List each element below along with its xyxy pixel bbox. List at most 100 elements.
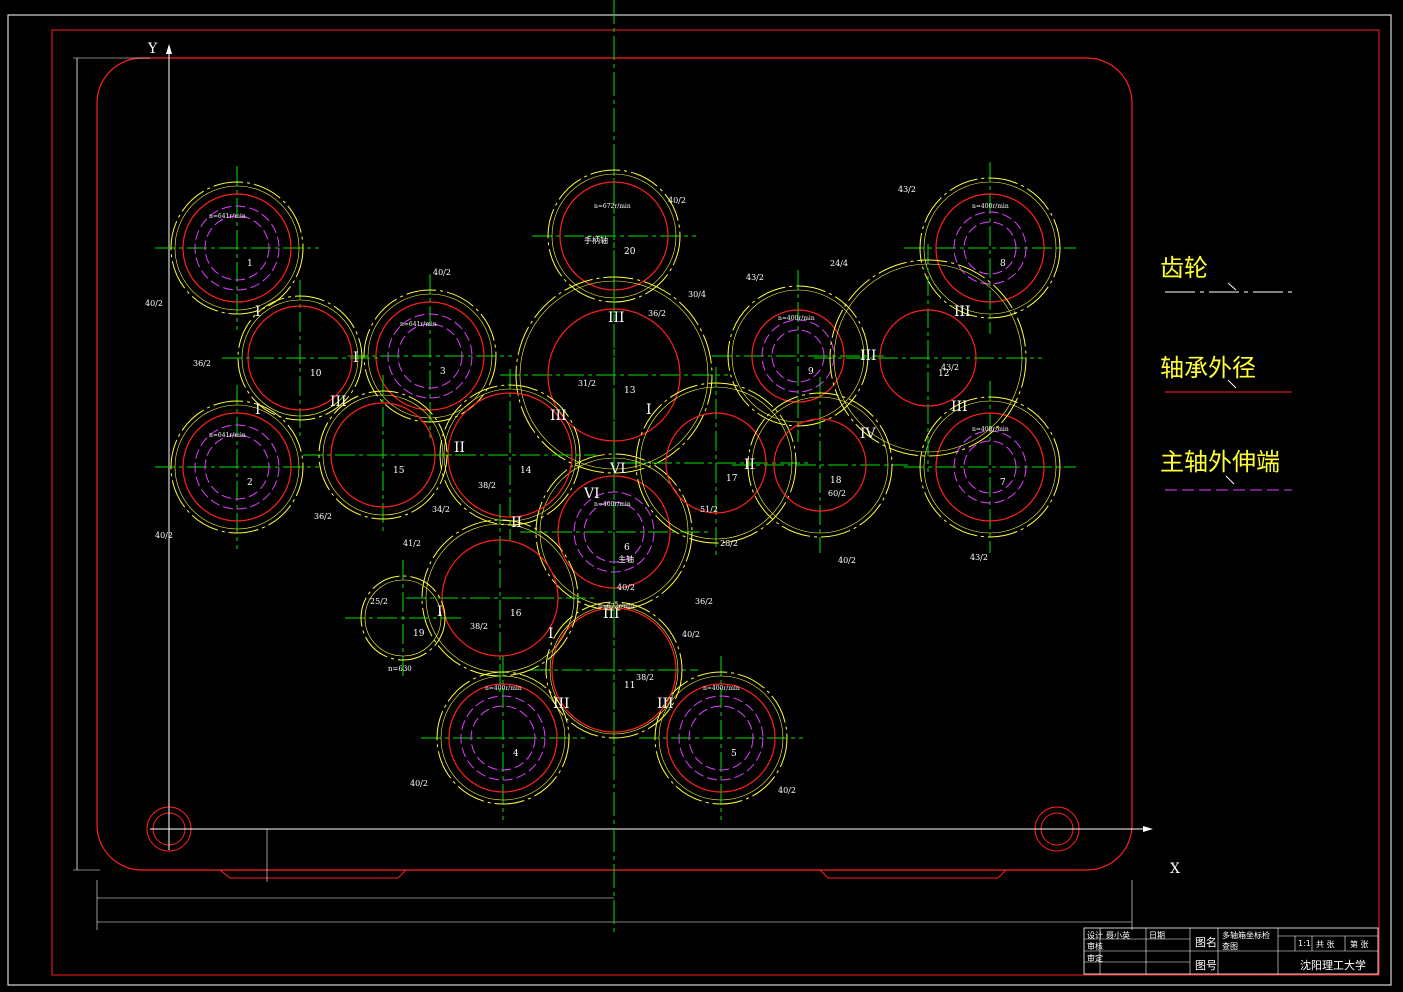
bearing-circle: [182, 193, 292, 303]
gear-root-circle: [364, 579, 442, 657]
x-axis-label: X: [1170, 861, 1180, 877]
spindle-outer-circle: [460, 695, 546, 781]
shaft-number-11: 11: [624, 681, 635, 691]
gear-circle: [654, 671, 788, 805]
shaft-number-14: 14: [520, 466, 532, 476]
gear-ratio-label: 41/2: [403, 539, 421, 548]
shaft-number-7: 7: [1000, 478, 1006, 488]
gear-root-circle: [833, 263, 1023, 453]
note-handle-shaft: 手柄轴: [584, 235, 608, 245]
gear-root-circle: [639, 386, 793, 540]
shaft-number-3: 3: [440, 367, 446, 377]
position-marker: I: [255, 304, 261, 320]
gear-ratio-label: 36/2: [314, 512, 332, 521]
shaft-number-10: 10: [310, 369, 322, 379]
legend-spindle: 主轴外伸端: [1160, 448, 1280, 476]
shaft-number-17: 17: [726, 474, 738, 484]
position-marker: III: [954, 304, 971, 320]
tb-title-value: 多轴箱坐标检查图: [1222, 931, 1270, 951]
tb-date: 日期: [1149, 931, 1165, 940]
gear-ratio-label: 40/2: [155, 531, 173, 540]
gear-root-circle: [549, 605, 679, 735]
gear-root-circle: [519, 280, 709, 470]
shaft-number-13: 13: [624, 386, 636, 396]
bearing-circle: [665, 412, 767, 514]
spindle-inner-circle: [397, 323, 463, 389]
tb-scale: 1:1: [1298, 939, 1311, 948]
gear-circle: [421, 519, 579, 677]
gear-ratio-label: 43/2: [746, 273, 764, 282]
bearing-circle: [182, 412, 292, 522]
tb-drawn: 设计: [1087, 931, 1103, 940]
gear-root-circle: [731, 289, 865, 423]
sheet-border-outer: [7, 14, 1392, 986]
spindle-inner-circle: [963, 440, 1017, 494]
gear-circle: [727, 285, 869, 427]
shaft-number-4: 4: [513, 749, 519, 759]
shaft-speed-1: n=641r/min: [209, 213, 246, 220]
bearing-circle: [879, 309, 977, 407]
spindle-outer-circle: [953, 211, 1027, 285]
note-speed-19: n=630: [388, 665, 412, 673]
gear-circle: [170, 181, 304, 315]
spindle-inner-circle: [688, 705, 754, 771]
spindle-inner-circle: [470, 705, 536, 771]
gear-ratio-label: 38/2: [636, 673, 654, 682]
spindle-inner-circle: [771, 329, 825, 383]
shaft-number-2: 2: [247, 478, 253, 488]
shaft-number-16: 16: [510, 609, 522, 619]
bearing-circle: [375, 301, 485, 411]
gear-circle: [360, 575, 446, 661]
spindle-outer-circle: [387, 313, 473, 399]
bearing-circle: [935, 193, 1045, 303]
gear-ratio-label: 40/2: [838, 556, 856, 565]
spindle-inner-circle: [204, 434, 270, 500]
shaft-speed-20: n=672r/min: [594, 203, 631, 210]
legend-bearing: 轴承外径: [1160, 354, 1256, 382]
gear-circle: [919, 396, 1061, 538]
tb-school: 沈阳理工大学: [1300, 959, 1366, 972]
shaft-speed-3: n=641r/min: [400, 321, 437, 328]
gear-circle: [747, 392, 893, 538]
position-marker: II: [454, 440, 465, 456]
gear-ratio-label: 43/2: [970, 553, 988, 562]
bearing-circle: [551, 607, 677, 733]
bearing-circle: [666, 683, 776, 793]
shaft-number-9: 9: [808, 367, 814, 377]
legend-gear: 齿轮: [1160, 254, 1208, 282]
tb-sheet-total: 共 张: [1316, 940, 1335, 949]
position-marker: III: [550, 408, 567, 424]
gear-circle: [237, 295, 363, 421]
shaft-number-6: 6: [624, 543, 630, 553]
spindle-inner-circle: [204, 215, 270, 281]
tb-approve: 审定: [1087, 954, 1103, 963]
gear-ratio-label: 43/2: [941, 363, 959, 372]
position-marker: II: [744, 457, 755, 473]
position-marker: I: [548, 626, 554, 642]
gear-circle: [545, 601, 683, 739]
spindle-outer-circle: [194, 205, 280, 291]
bearing-circle: [547, 308, 681, 442]
position-marker: III: [603, 606, 620, 622]
gear-ratio-label: 43/2: [898, 185, 916, 194]
gear-circle: [919, 177, 1061, 319]
position-marker: III: [608, 310, 625, 326]
position-marker: I: [646, 402, 652, 418]
spindle-inner-circle: [583, 501, 645, 563]
gear-root-circle: [923, 400, 1057, 534]
gear-ratio-label: 51/2: [700, 505, 718, 514]
position-marker: VI: [609, 461, 626, 477]
gear-ratio-label: 40/2: [617, 583, 635, 592]
title-block: [1083, 927, 1379, 975]
shaft-speed-9: n=400r/min: [778, 315, 815, 322]
gear-circle: [829, 259, 1027, 457]
position-marker: III: [553, 696, 570, 712]
position-marker: III: [860, 348, 877, 364]
gear-root-circle: [658, 675, 784, 801]
position-marker: II: [511, 515, 522, 531]
gear-root-circle: [322, 394, 444, 516]
position-marker: VI: [583, 486, 600, 502]
gear-ratio-label: 28/2: [720, 539, 738, 548]
gear-ratio-label: 38/2: [470, 622, 488, 631]
bearing-circle: [935, 412, 1045, 522]
